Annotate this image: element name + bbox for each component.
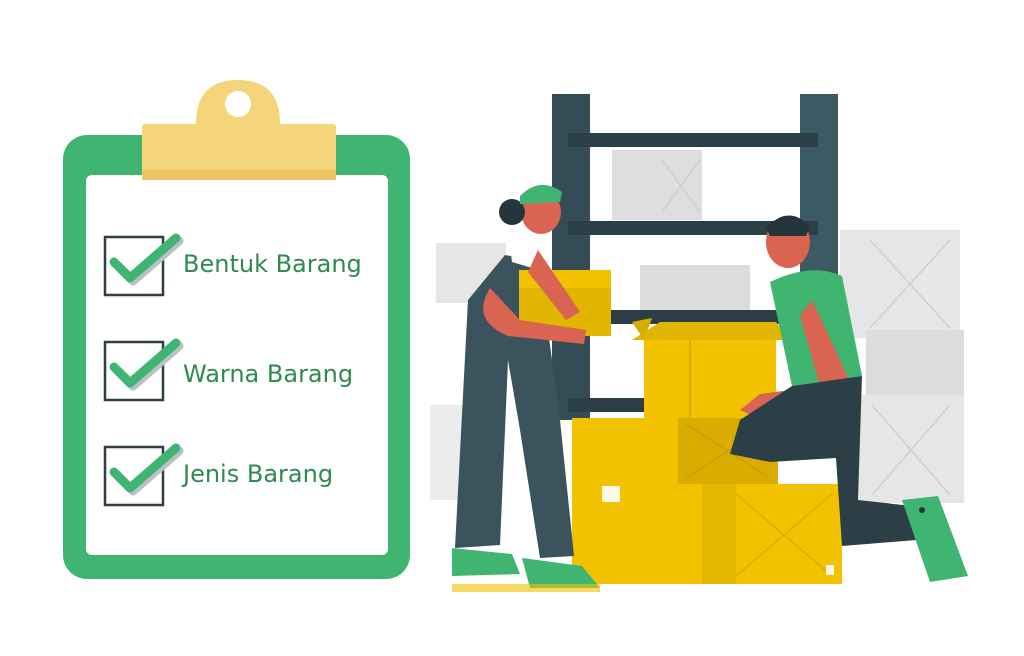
checklist xyxy=(103,233,184,507)
checkmark-icon xyxy=(109,443,181,493)
worker-man-icon xyxy=(730,215,968,582)
checkbox-1[interactable] xyxy=(103,233,184,297)
clipboard-clip-icon xyxy=(142,80,336,180)
cardboard-box-icon xyxy=(572,484,842,584)
background-box-marks xyxy=(661,159,951,496)
checkbox-3[interactable] xyxy=(103,443,184,507)
checklist-item-label: Jenis Barang xyxy=(183,460,334,488)
checkbox-2[interactable] xyxy=(103,338,184,402)
worker-woman-icon xyxy=(452,184,611,592)
checkmark-icon xyxy=(109,233,181,283)
checkmark-icon xyxy=(109,338,181,388)
checklist-item-label: Bentuk Barang xyxy=(183,250,362,278)
checklist-item-label: Warna Barang xyxy=(183,360,354,388)
